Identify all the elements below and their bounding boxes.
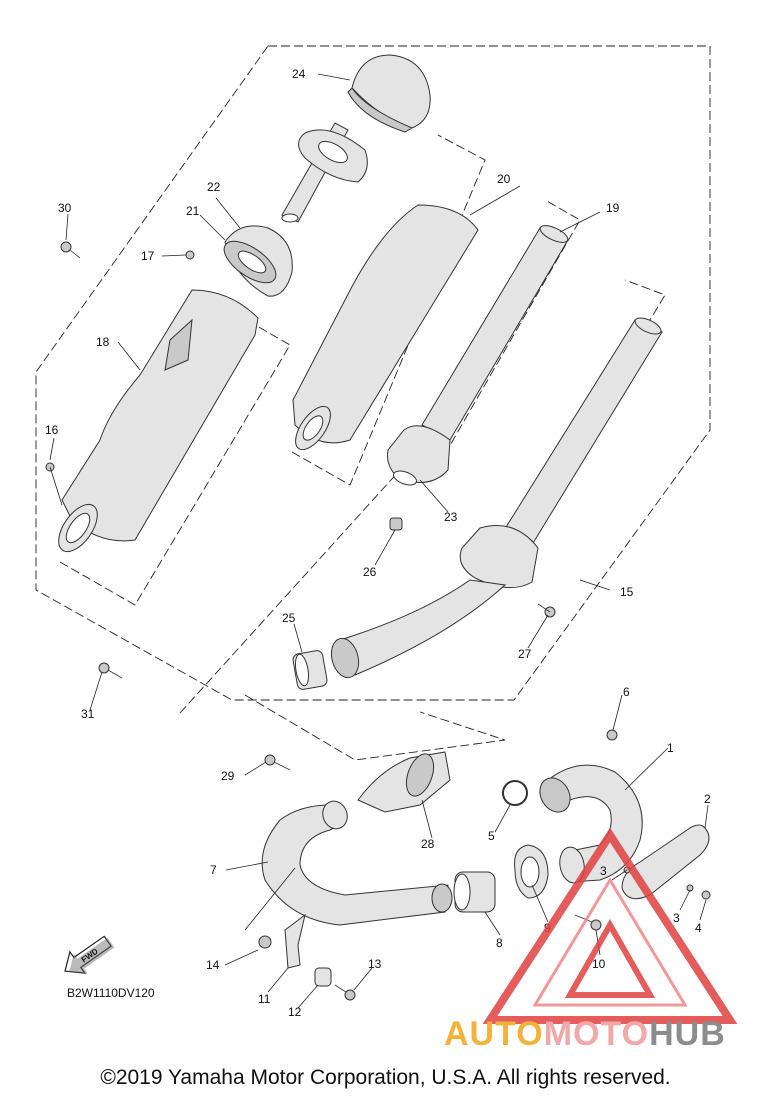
callout-10: 10 [592, 957, 606, 971]
callout-1: 1 [667, 741, 674, 755]
callout-12: 12 [288, 1005, 302, 1019]
diagram-code: B2W1110DV120 [67, 986, 155, 1000]
callout-14: 14 [206, 958, 220, 972]
callout-27: 27 [518, 647, 532, 661]
callout-3b: 3 [673, 911, 680, 925]
callout-15: 15 [620, 585, 634, 599]
callout-13: 13 [368, 957, 382, 971]
washer-3b [686, 884, 694, 892]
logo-hub: HUB [649, 1015, 726, 1053]
callout-25: 25 [282, 611, 296, 625]
bolt-27 [537, 603, 556, 618]
callout-6: 6 [623, 685, 630, 699]
silencer-body-20 [292, 204, 479, 451]
callout-22: 22 [207, 180, 221, 194]
callout-4: 4 [695, 921, 702, 935]
callout-18: 18 [96, 335, 110, 349]
callout-20: 20 [497, 172, 511, 186]
logo-auto: AUTO [444, 1015, 544, 1053]
callout-labels: 1 2 3 3 4 5 6 7 8 9 10 11 12 13 14 15 16… [45, 67, 711, 1019]
callout-23: 23 [444, 510, 458, 524]
nut-26 [389, 517, 403, 531]
leader-lines [49, 73, 709, 1009]
group-line-31 [179, 469, 401, 714]
bolt-4 [701, 890, 711, 900]
callout-19: 19 [606, 201, 620, 215]
fwd-arrow-icon: FWD [64, 935, 115, 974]
callout-8: 8 [496, 936, 503, 950]
bracket-28 [357, 751, 451, 813]
callout-24: 24 [292, 67, 306, 81]
clamp-9 [514, 844, 549, 899]
callout-21: 21 [186, 204, 200, 218]
exhaust-pipe-7 [261, 800, 453, 926]
callout-28: 28 [421, 837, 435, 851]
bolt-13 [334, 984, 356, 1001]
group-line-25 [244, 694, 506, 761]
muffler-body-18 [58, 289, 259, 553]
connecting-pipe-15 [330, 317, 663, 679]
spark-arrestor [281, 122, 368, 223]
callout-16: 16 [45, 423, 59, 437]
callout-2: 2 [704, 792, 711, 806]
callout-7: 7 [210, 863, 217, 877]
watermark-triangle-icon [482, 827, 738, 1024]
end-cap-24 [347, 54, 431, 133]
callout-30: 30 [58, 201, 72, 215]
nut-6 [606, 729, 618, 741]
group-line-19 [387, 199, 581, 481]
joint-sleeve-25 [292, 650, 328, 690]
watermark-logo: AUTOMOTOHUB [444, 1015, 726, 1054]
callout-11: 11 [258, 992, 271, 1006]
callout-5: 5 [488, 829, 495, 843]
inner-tube-19 [387, 225, 569, 486]
gasket-8 [453, 871, 496, 913]
bolt-30 [60, 241, 81, 259]
callout-3a: 3 [600, 864, 607, 878]
muffler-cap-22 [223, 225, 293, 297]
bolt-29 [264, 754, 291, 771]
nut-17 [185, 250, 195, 260]
callout-17: 17 [141, 249, 155, 263]
bolt-31 [98, 662, 123, 679]
stay-11 [284, 913, 306, 969]
callout-26: 26 [363, 565, 377, 579]
copyright-notice: ©2019 Yamaha Motor Corporation, U.S.A. A… [100, 1066, 671, 1089]
callout-31: 31 [81, 707, 95, 721]
logo-moto: MOTO [543, 1015, 650, 1053]
muffler-assembly-boundary [35, 45, 711, 701]
callout-29: 29 [221, 769, 235, 783]
collar-12 [314, 967, 332, 987]
bolt-14 [258, 935, 272, 949]
ring-gasket-5 [502, 780, 528, 806]
